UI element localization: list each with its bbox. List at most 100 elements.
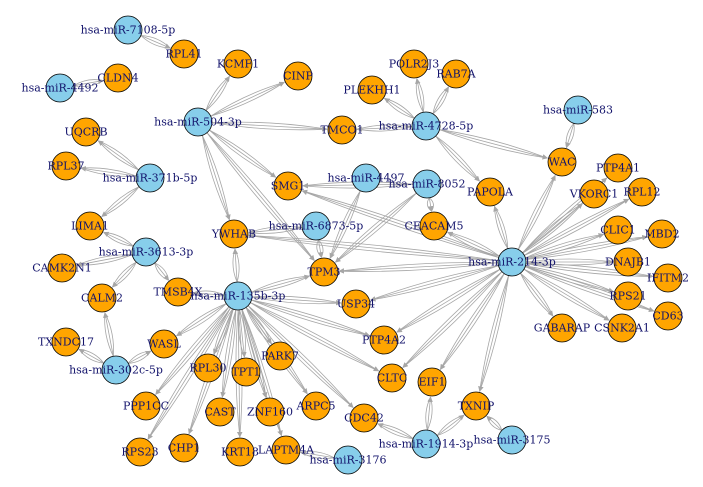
gene-node-TXNIP[interactable]: TXNIP: [458, 391, 495, 421]
gene-node-LAPTM4A[interactable]: LAPTM4A: [258, 435, 315, 465]
gene-node-PLEKHH1[interactable]: PLEKHH1: [343, 75, 401, 105]
gene-node-RAB7A[interactable]: RAB7A: [436, 59, 477, 89]
gene-node-USP34[interactable]: USP34: [337, 289, 375, 319]
node-circle[interactable]: [125, 437, 155, 467]
node-circle[interactable]: [283, 61, 313, 91]
node-circle[interactable]: [357, 75, 387, 105]
mirna-node-hsa-miR-1914-3p[interactable]: hsa-miR-1914-3p: [379, 429, 474, 459]
gene-node-IFITM2[interactable]: IFITM2: [647, 263, 689, 293]
gene-node-WASL[interactable]: WASL: [147, 329, 181, 359]
node-circle[interactable]: [327, 115, 357, 145]
node-circle[interactable]: [613, 247, 643, 277]
node-circle[interactable]: [101, 355, 131, 385]
node-circle[interactable]: [461, 391, 491, 421]
gene-node-PPP1CC[interactable]: PPP1CC: [123, 391, 169, 421]
gene-node-YWHAB[interactable]: YWHAB: [211, 219, 256, 249]
gene-node-GABARAP[interactable]: GABARAP: [534, 313, 591, 343]
gene-node-PARK7[interactable]: PARK7: [261, 341, 299, 371]
node-circle[interactable]: [547, 313, 577, 343]
gene-node-POLR2J3[interactable]: POLR2J3: [389, 49, 439, 79]
node-circle[interactable]: [613, 281, 643, 311]
node-circle[interactable]: [183, 107, 213, 137]
node-circle[interactable]: [135, 163, 165, 193]
mirna-node-hsa-miR-583[interactable]: hsa-miR-583: [543, 95, 613, 125]
gene-node-CAMK2N1[interactable]: CAMK2N1: [32, 253, 92, 283]
node-circle[interactable]: [223, 49, 253, 79]
mirna-node-hsa-miR-7108-5p[interactable]: hsa-miR-7108-5p: [81, 15, 176, 45]
node-circle[interactable]: [169, 39, 199, 69]
mirna-node-hsa-miR-3613-3p[interactable]: hsa-miR-3613-3p: [99, 237, 194, 267]
gene-node-UQCRB[interactable]: UQCRB: [64, 117, 108, 147]
gene-node-TMCO1[interactable]: TMCO1: [320, 115, 364, 145]
node-circle[interactable]: [301, 391, 331, 421]
gene-node-TPT1[interactable]: TPT1: [231, 357, 261, 387]
gene-node-CSNK2A1[interactable]: CSNK2A1: [594, 313, 650, 343]
gene-node-PAPOLA[interactable]: PAPOLA: [467, 177, 514, 207]
gene-node-RPL12[interactable]: RPL12: [624, 177, 661, 207]
node-circle[interactable]: [333, 445, 363, 475]
node-circle[interactable]: [607, 313, 637, 343]
node-circle[interactable]: [309, 257, 339, 287]
node-circle[interactable]: [497, 247, 527, 277]
node-circle[interactable]: [231, 357, 261, 387]
node-circle[interactable]: [441, 59, 471, 89]
node-circle[interactable]: [71, 117, 101, 147]
gene-node-CD63[interactable]: CD63: [652, 301, 684, 331]
node-circle[interactable]: [45, 73, 75, 103]
mirna-node-hsa-miR-214-3p[interactable]: hsa-miR-214-3p: [468, 247, 556, 277]
gene-node-PTP4A2[interactable]: PTP4A2: [362, 325, 406, 355]
node-circle[interactable]: [627, 177, 657, 207]
node-circle[interactable]: [131, 237, 161, 267]
node-circle[interactable]: [563, 95, 593, 125]
gene-node-RPS23[interactable]: RPS23: [121, 437, 159, 467]
node-circle[interactable]: [411, 429, 441, 459]
node-circle[interactable]: [87, 283, 117, 313]
node-circle[interactable]: [579, 179, 609, 209]
gene-node-LIMA1[interactable]: LIMA1: [71, 211, 109, 241]
gene-node-TMSB4X[interactable]: TMSB4X: [153, 277, 203, 307]
mirna-node-hsa-miR-135b-3p[interactable]: hsa-miR-135b-3p: [191, 281, 286, 311]
node-circle[interactable]: [205, 397, 235, 427]
node-circle[interactable]: [273, 171, 303, 201]
gene-node-DNAJB1[interactable]: DNAJB1: [605, 247, 651, 277]
mirna-node-hsa-miR-4728-5p[interactable]: hsa-miR-4728-5p: [379, 111, 474, 141]
node-circle[interactable]: [341, 289, 371, 319]
node-circle[interactable]: [603, 153, 633, 183]
gene-node-KCMF1[interactable]: KCMF1: [217, 49, 259, 79]
gene-node-CEACAM5[interactable]: CEACAM5: [404, 211, 464, 241]
node-circle[interactable]: [75, 211, 105, 241]
node-circle[interactable]: [547, 147, 577, 177]
node-circle[interactable]: [351, 163, 381, 193]
gene-node-RPL37[interactable]: RPL37: [48, 151, 85, 181]
gene-node-RPS21[interactable]: RPS21: [609, 281, 647, 311]
node-circle[interactable]: [193, 353, 223, 383]
mirna-node-hsa-miR-4492[interactable]: hsa-miR-4492: [22, 73, 99, 103]
node-circle[interactable]: [603, 215, 633, 245]
node-circle[interactable]: [419, 211, 449, 241]
node-circle[interactable]: [377, 363, 407, 393]
node-circle[interactable]: [399, 49, 429, 79]
gene-node-RPL41[interactable]: RPL41: [166, 39, 203, 69]
gene-node-ARPC5[interactable]: ARPC5: [295, 391, 336, 421]
node-circle[interactable]: [219, 219, 249, 249]
node-circle[interactable]: [475, 177, 505, 207]
gene-node-CLDN4[interactable]: CLDN4: [97, 63, 139, 93]
node-circle[interactable]: [255, 397, 285, 427]
gene-node-CALM2[interactable]: CALM2: [81, 283, 123, 313]
gene-node-WAC[interactable]: WAC: [547, 147, 577, 177]
node-circle[interactable]: [103, 63, 133, 93]
mirna-node-hsa-miR-3176[interactable]: hsa-miR-3176: [310, 445, 387, 475]
gene-node-PTP4A1[interactable]: PTP4A1: [596, 153, 640, 183]
node-circle[interactable]: [265, 341, 295, 371]
node-circle[interactable]: [163, 277, 193, 307]
mirna-node-hsa-miR-3175[interactable]: hsa-miR-3175: [474, 425, 551, 455]
mirna-node-hsa-miR-6873-5p[interactable]: hsa-miR-6873-5p: [269, 211, 364, 241]
gene-node-MBD2[interactable]: MBD2: [644, 219, 680, 249]
gene-node-CLIC1[interactable]: CLIC1: [600, 215, 636, 245]
node-circle[interactable]: [113, 15, 143, 45]
node-circle[interactable]: [51, 327, 81, 357]
node-circle[interactable]: [369, 325, 399, 355]
gene-node-CAST[interactable]: CAST: [204, 397, 236, 427]
node-circle[interactable]: [51, 151, 81, 181]
mirna-node-hsa-miR-8052[interactable]: hsa-miR-8052: [389, 169, 466, 199]
